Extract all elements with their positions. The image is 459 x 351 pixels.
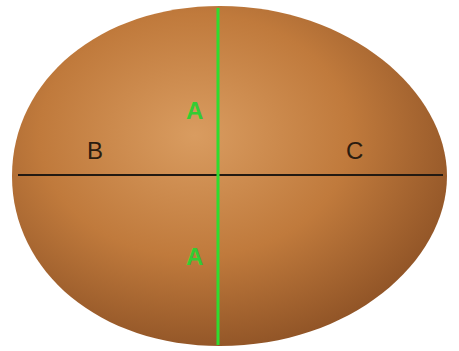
half-width-label: A	[186, 99, 203, 123]
half-width-label: A	[186, 245, 203, 269]
length-axis	[18, 174, 443, 176]
egg-shape	[12, 6, 447, 346]
end-label: B	[87, 139, 103, 163]
end-label: C	[346, 139, 363, 163]
width-axis	[217, 8, 220, 345]
